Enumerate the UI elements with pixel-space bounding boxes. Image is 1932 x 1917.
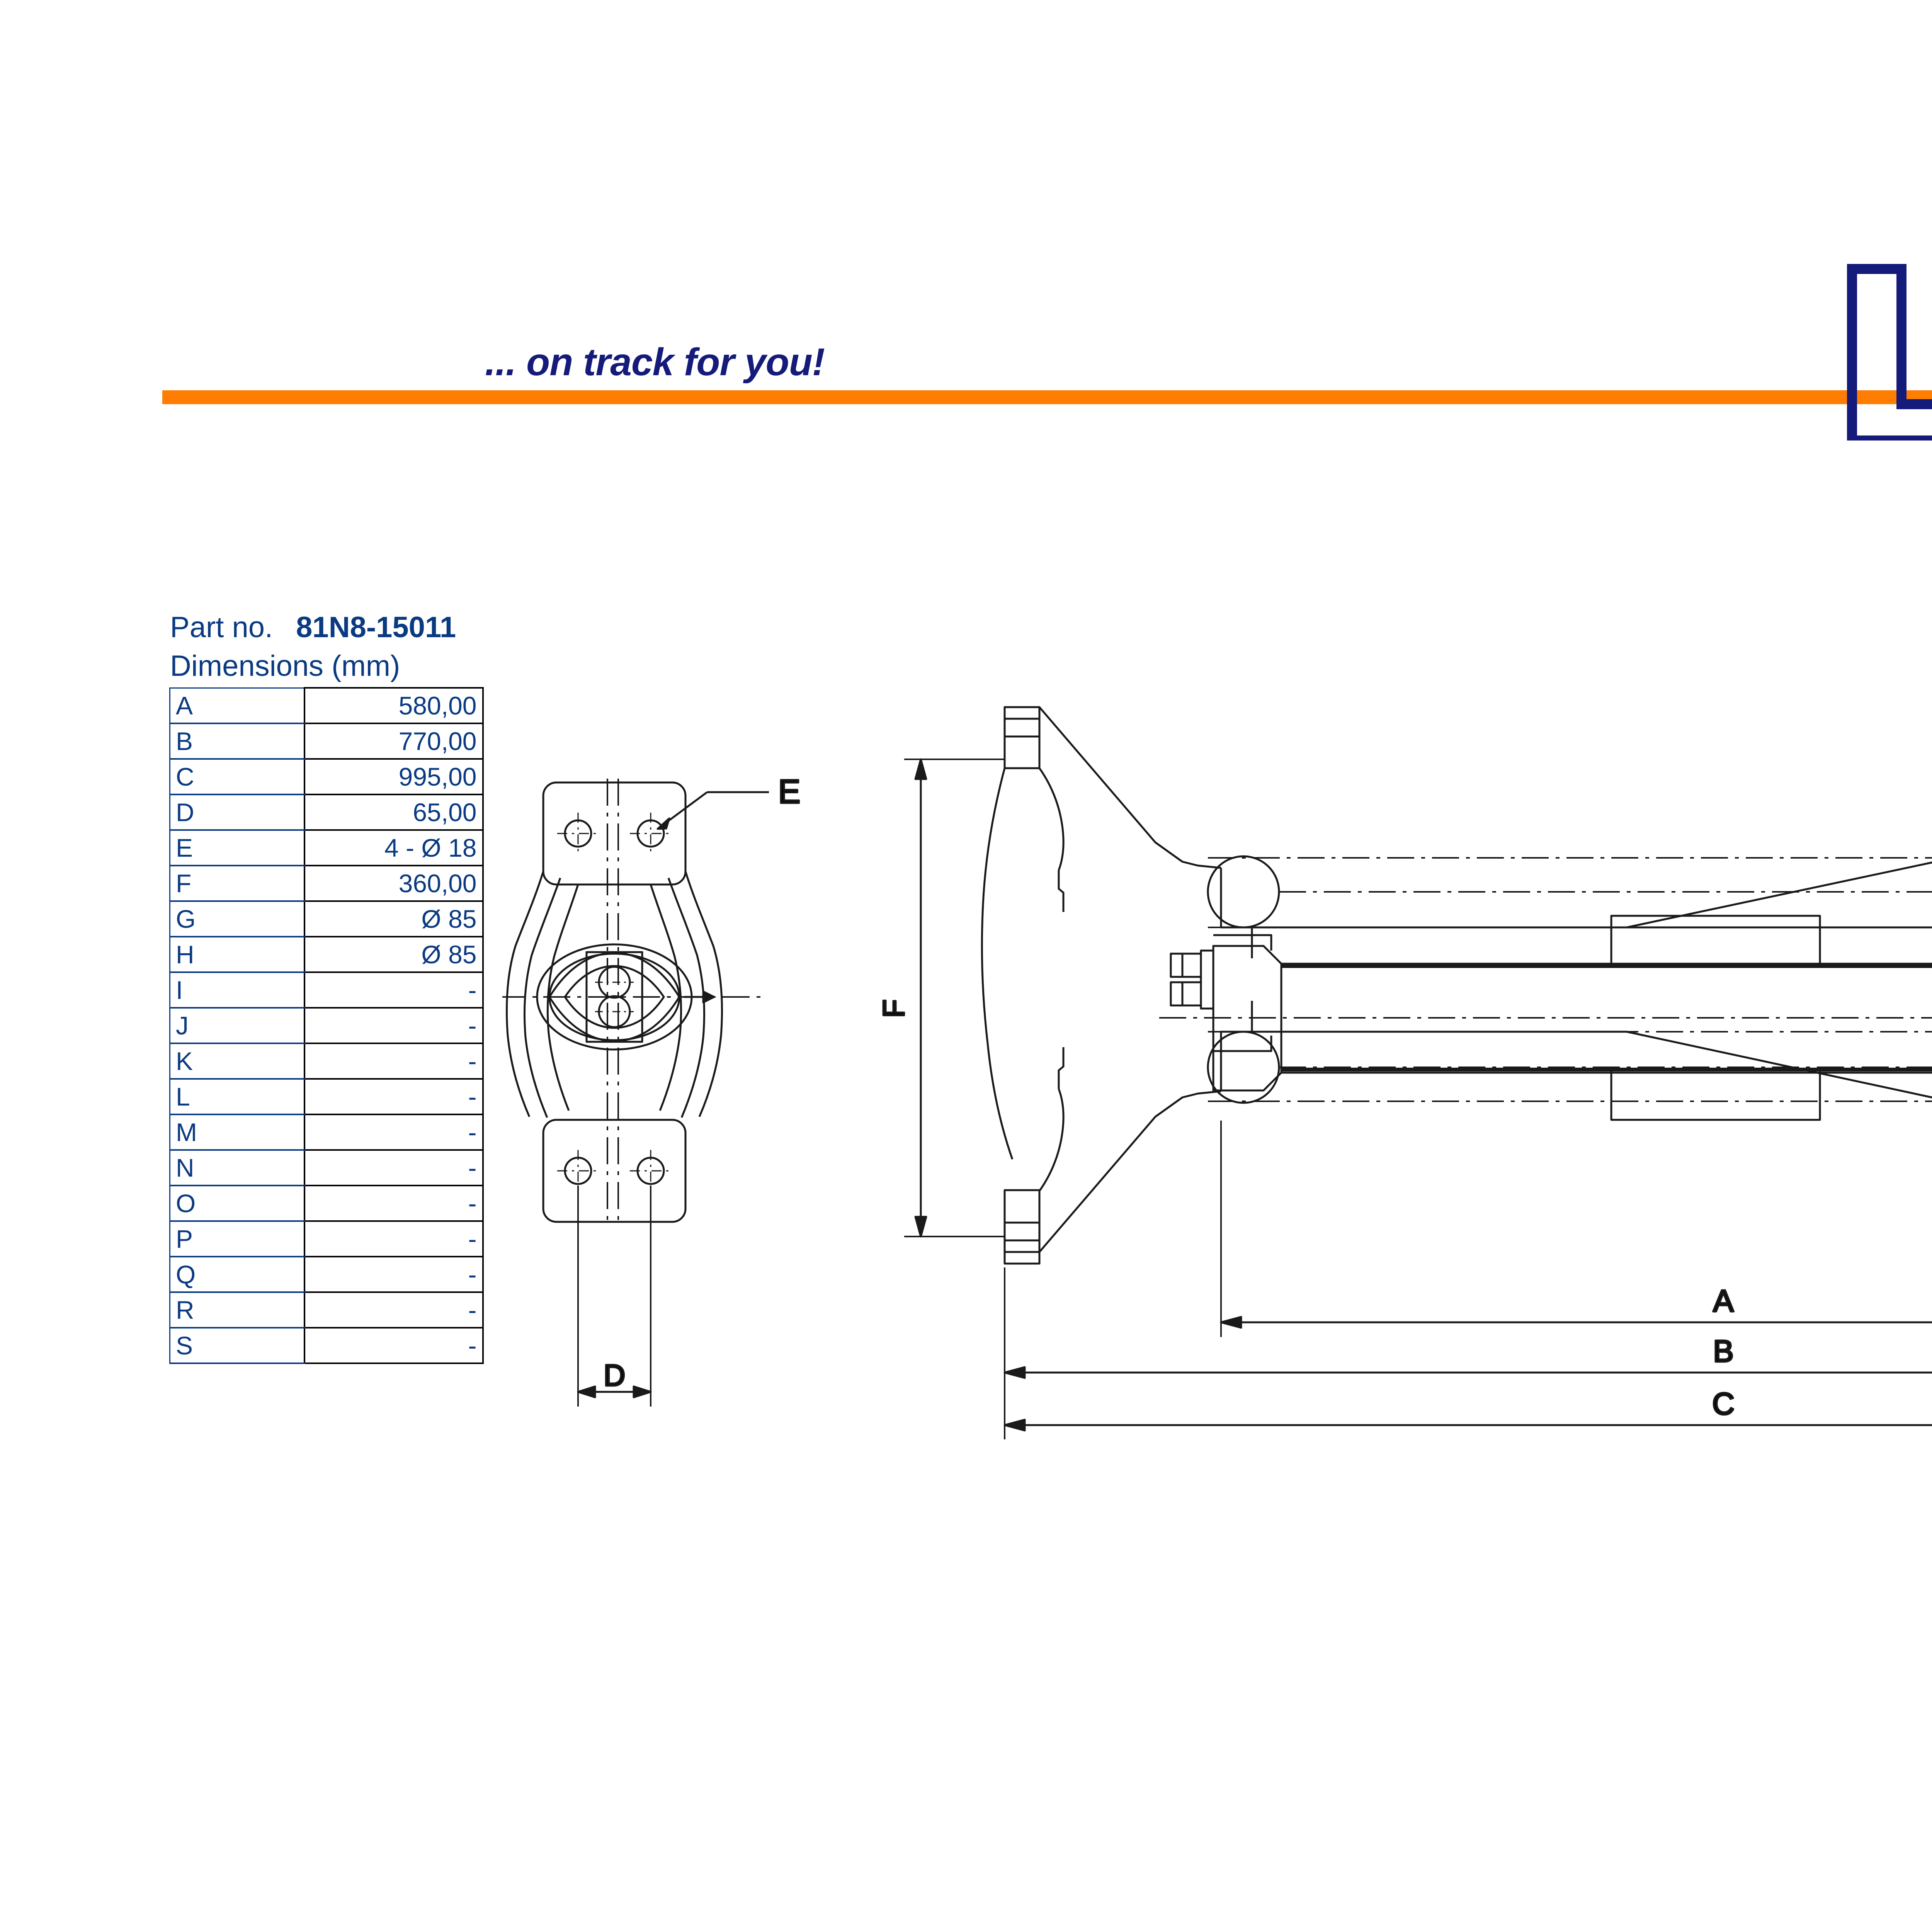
side-view-upper-pivot — [1207, 855, 1280, 929]
dimension-value-cell: 360,00 — [303, 865, 484, 902]
side-view-collars — [1610, 915, 1821, 1121]
dimension-value-cell: 65,00 — [303, 794, 484, 831]
dimension-key-cell: R — [169, 1291, 305, 1328]
dimension-label-A: A — [1713, 1284, 1734, 1318]
dimension-value-cell: - — [303, 1149, 484, 1186]
front-view-bolt-hole-lower-right — [630, 1150, 672, 1192]
table-row: S- — [169, 1327, 484, 1364]
dimension-value-cell: 4 - Ø 18 — [303, 829, 484, 866]
dimension-key-cell: D — [169, 794, 305, 831]
dimension-B: B — [1003, 1267, 1932, 1387]
dimension-key-cell: Q — [169, 1256, 305, 1293]
dimension-value-cell: - — [303, 1078, 484, 1115]
table-row: M- — [169, 1114, 484, 1151]
front-view-direction-arrow — [684, 990, 715, 1004]
header-orange-rule — [162, 390, 1932, 404]
side-view-flange — [981, 706, 1183, 1265]
dimension-D: D — [577, 1186, 652, 1407]
table-row: O- — [169, 1185, 484, 1222]
dimensions-caption: Dimensions (mm) — [170, 650, 400, 682]
dimension-C: C — [1003, 1386, 1932, 1439]
dimension-value-cell: - — [303, 1114, 484, 1151]
part-number-value: 81N8-15011 — [296, 611, 456, 644]
dimension-value-cell: Ø 85 — [303, 936, 484, 973]
dimension-key-cell: C — [169, 758, 305, 795]
dimension-label-F: F — [877, 999, 911, 1018]
technical-drawing: E D F — [502, 696, 1932, 1507]
dimension-value-cell: - — [303, 1185, 484, 1222]
dimension-key-cell: N — [169, 1149, 305, 1186]
dimension-value-cell: - — [303, 1220, 484, 1257]
dimension-value-cell: Ø 85 — [303, 900, 484, 937]
front-view-bolt-hole-lower-left — [557, 1150, 599, 1192]
dimension-key-cell: O — [169, 1185, 305, 1222]
dimension-A: A — [1220, 1121, 1932, 1337]
table-row: N- — [169, 1149, 484, 1186]
table-row: J- — [169, 1007, 484, 1044]
dimension-value-cell: 770,00 — [303, 723, 484, 760]
logo-letter-l — [1847, 264, 1932, 441]
table-row: P- — [169, 1220, 484, 1257]
dimension-key-cell: M — [169, 1114, 305, 1151]
dimension-value-cell: 995,00 — [303, 758, 484, 795]
table-row: Q- — [169, 1256, 484, 1293]
front-view-bolt-hole-upper-right — [630, 813, 672, 854]
dimension-key-cell: H — [169, 936, 305, 973]
dimension-label-B: B — [1713, 1334, 1733, 1368]
dimension-key-cell: J — [169, 1007, 305, 1044]
dimension-key-cell: A — [169, 687, 305, 724]
header-tagline: ... on track for you! — [485, 340, 825, 384]
part-number-label: Part no. — [170, 611, 273, 644]
dimension-key-cell: P — [169, 1220, 305, 1257]
part-number-row: Part no. 81N8-15011 — [170, 611, 634, 644]
table-row: K- — [169, 1043, 484, 1080]
dimension-value-cell: - — [303, 1043, 484, 1080]
dimension-value-cell: - — [303, 971, 484, 1009]
dimension-key-cell: B — [169, 723, 305, 760]
dimension-label-D: D — [604, 1358, 625, 1392]
table-row: I- — [169, 971, 484, 1009]
side-view-shaft — [1159, 934, 1932, 1092]
dimension-key-cell: I — [169, 971, 305, 1009]
dimension-F: F — [876, 758, 1005, 1238]
dimension-key-cell: E — [169, 829, 305, 866]
dimension-key-cell: S — [169, 1327, 305, 1364]
callout-label-E: E — [778, 773, 800, 810]
side-view-lower-arm — [1155, 1001, 1932, 1118]
dimension-key-cell: L — [169, 1078, 305, 1115]
table-row: L- — [169, 1078, 484, 1115]
lis-germany-logo: R Germany — [1837, 185, 1932, 441]
dimension-key-cell: K — [169, 1043, 305, 1080]
front-view: E D — [502, 772, 801, 1407]
dimension-value-cell: - — [303, 1291, 484, 1328]
dimension-value-cell: 580,00 — [303, 687, 484, 724]
dimension-key-cell: F — [169, 865, 305, 902]
table-row: R- — [169, 1291, 484, 1328]
front-view-bolt-hole-upper-left — [557, 813, 599, 854]
callout-leader-E — [656, 791, 769, 830]
dimension-value-cell: - — [303, 1327, 484, 1364]
side-view: F — [876, 706, 1932, 1439]
dimension-label-C: C — [1712, 1386, 1735, 1421]
dimension-value-cell: - — [303, 1256, 484, 1293]
side-view-upper-arm — [1155, 841, 1932, 958]
dimension-key-cell: G — [169, 900, 305, 937]
side-view-lower-pivot — [1207, 1031, 1280, 1104]
dimension-value-cell: - — [303, 1007, 484, 1044]
